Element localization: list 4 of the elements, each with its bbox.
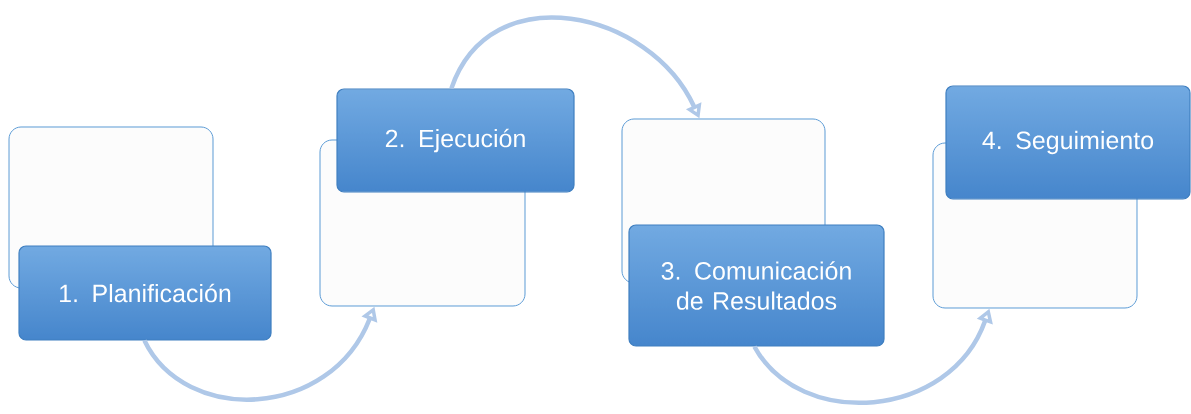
step-box: 4. Seguimiento	[945, 85, 1191, 200]
step-box: 2. Ejecución	[336, 88, 575, 193]
step-box: 3. Comunicación de Resultados	[628, 224, 885, 347]
step-box: 1. Planificación	[18, 245, 272, 341]
